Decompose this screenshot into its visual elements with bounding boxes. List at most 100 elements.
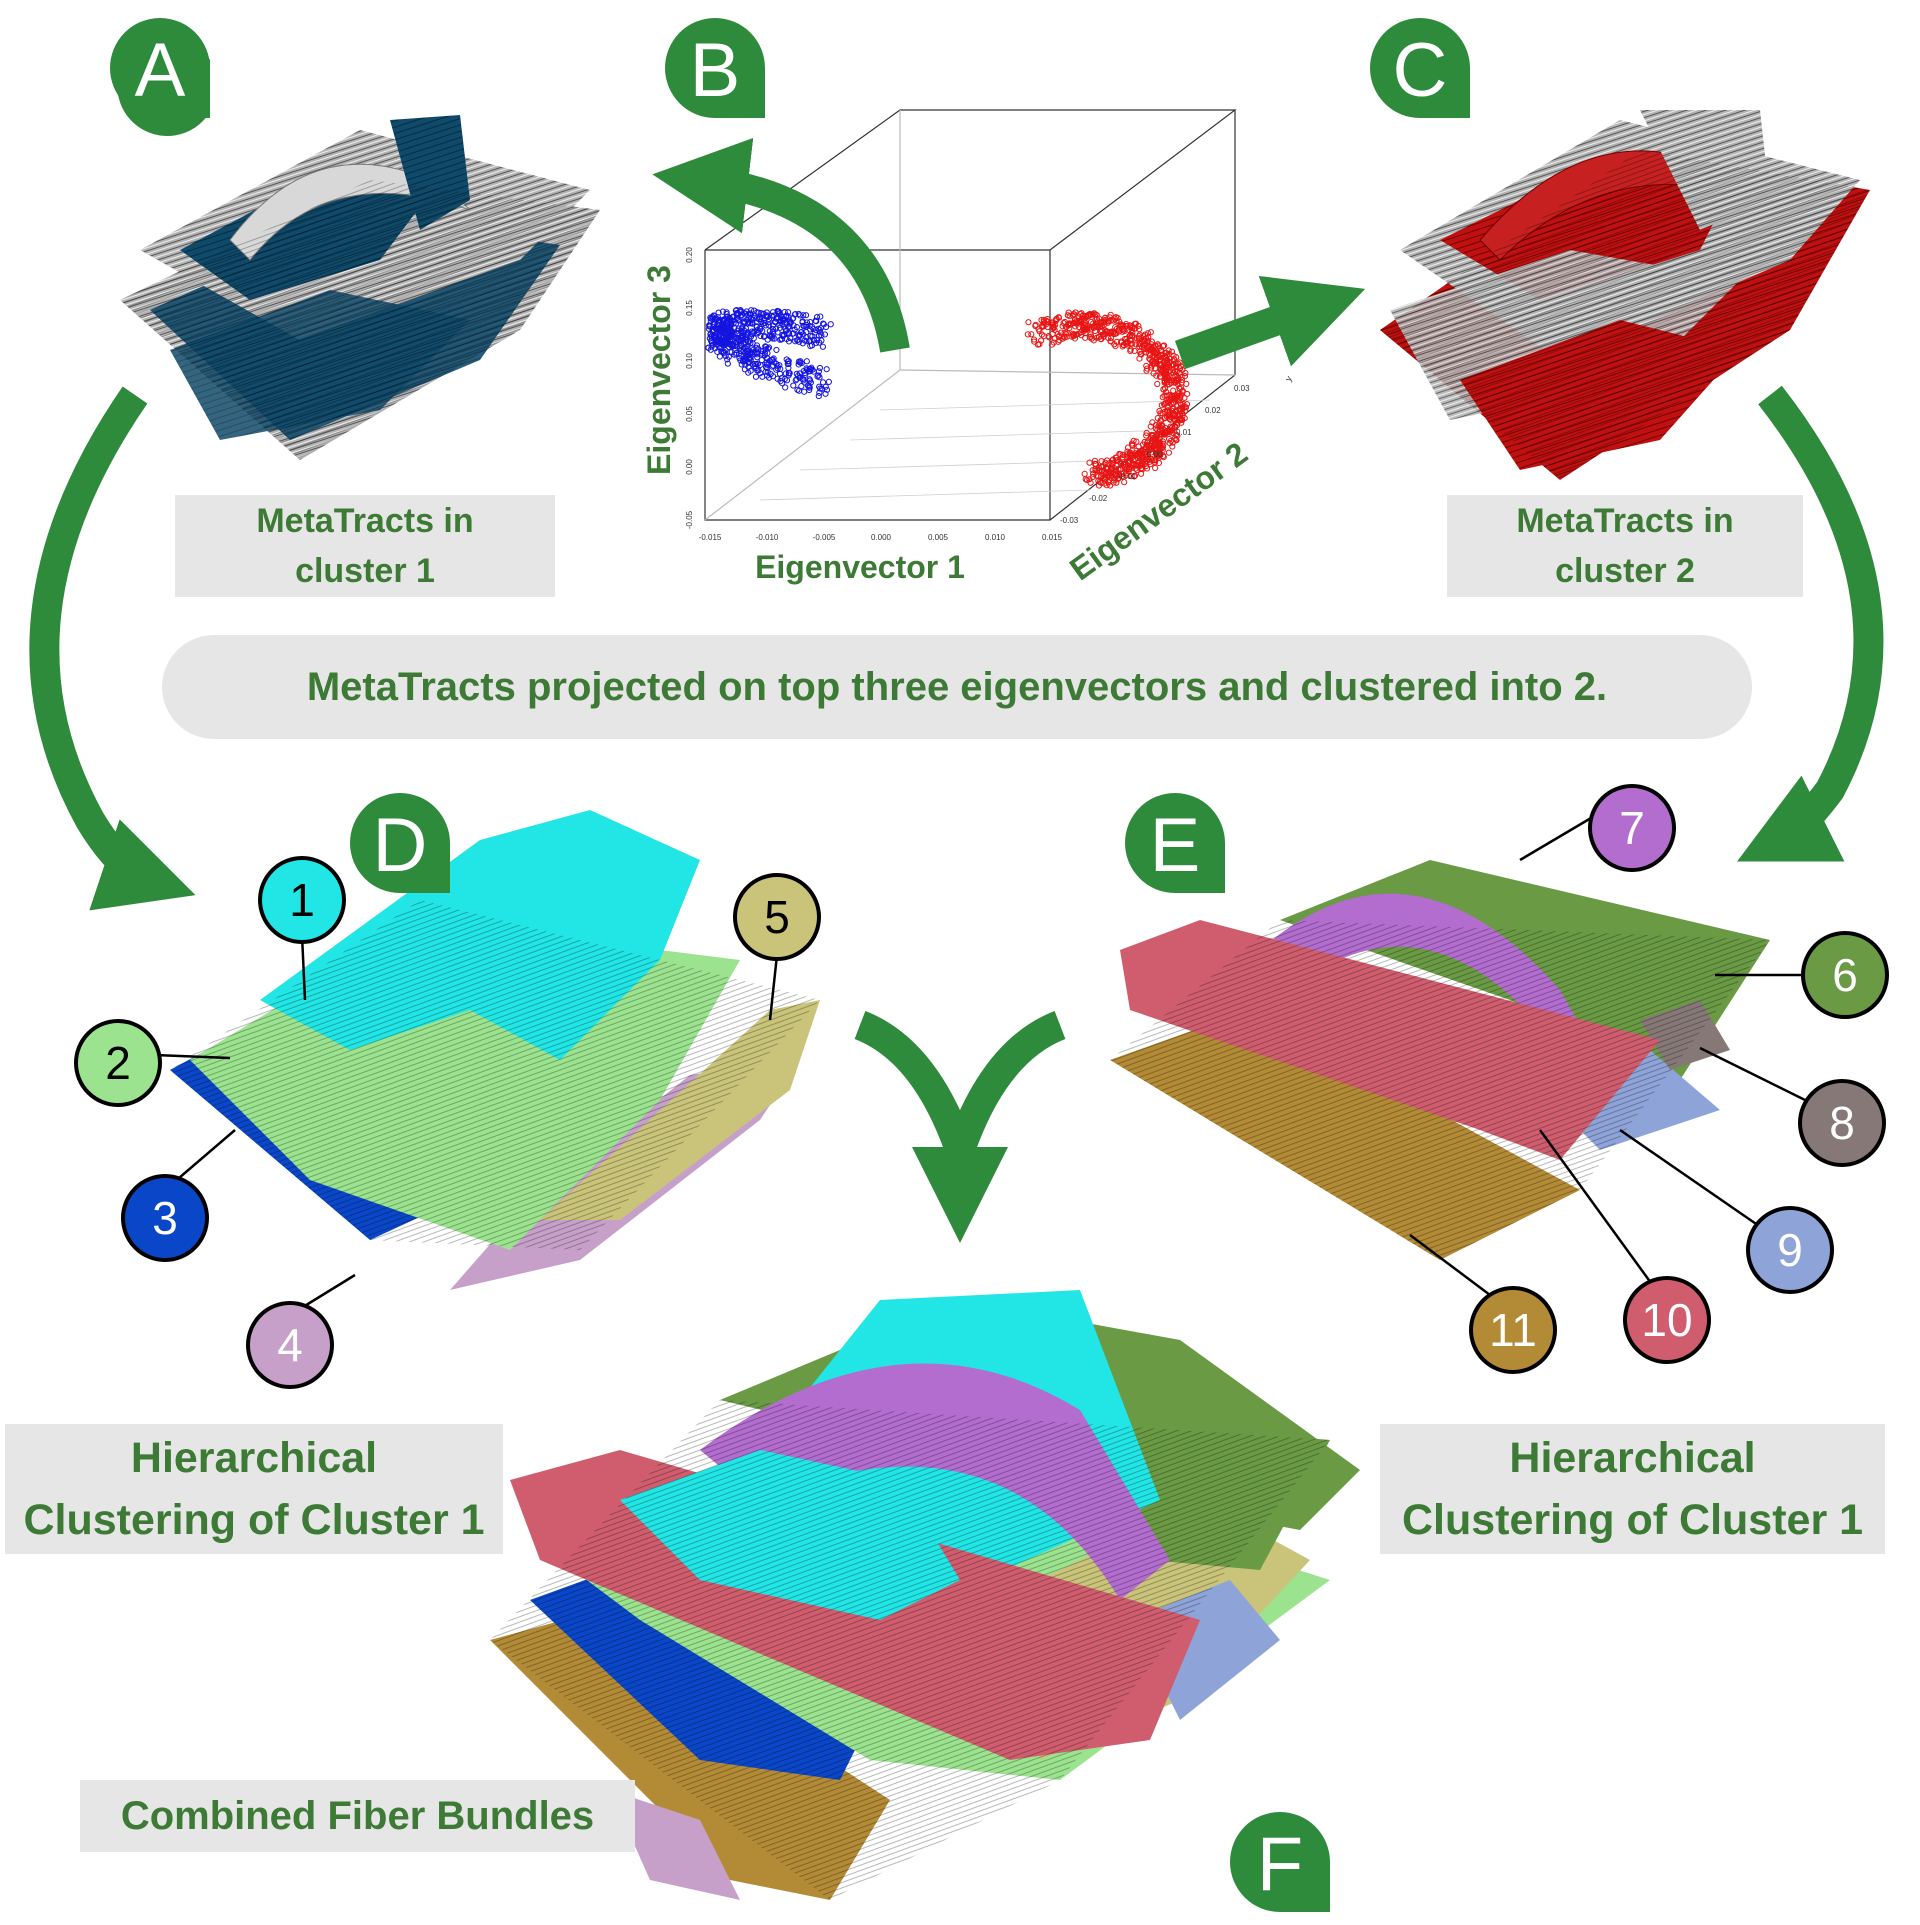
scatter-point-cluster1 <box>817 313 824 320</box>
scatter-point-cluster2 <box>1165 449 1173 456</box>
scatter-point-cluster1 <box>717 339 724 346</box>
scatter-point-cluster1 <box>731 351 738 358</box>
scatter-point-cluster1 <box>795 361 802 368</box>
x-tick-label: 0.010 <box>985 533 1006 542</box>
scatter-point-cluster2 <box>1160 440 1167 447</box>
caption-combined: Combined Fiber Bundles <box>80 1780 635 1852</box>
badge-circle <box>1588 784 1676 872</box>
scatter-point-cluster2 <box>1155 439 1163 447</box>
scatter-point-cluster1 <box>758 350 765 357</box>
scatter-point-cluster2 <box>1113 325 1120 332</box>
scatter-point-cluster2 <box>1169 439 1176 446</box>
scatter-point-cluster2 <box>1051 326 1058 334</box>
scatter-point-cluster1 <box>728 333 735 340</box>
caption-hier-right-line1: Hierarchical <box>1509 1434 1756 1482</box>
scatter-point-cluster2 <box>1123 321 1130 328</box>
scatter-point-cluster1 <box>799 318 806 325</box>
scatter-point-cluster2 <box>1147 356 1154 363</box>
scatter-point-cluster2 <box>1061 329 1068 337</box>
badge-number: 4 <box>277 1319 303 1371</box>
scatter-point-cluster2 <box>1086 459 1093 466</box>
panel-marker-b: B <box>665 18 765 118</box>
scatter-point-cluster2 <box>1098 463 1105 470</box>
scatter-point-cluster1 <box>823 366 830 373</box>
scatter-point-cluster2 <box>1144 330 1151 337</box>
scatter-point-cluster1 <box>739 328 746 335</box>
panel-d-bundles <box>170 810 820 1290</box>
scatter-point-cluster1 <box>774 362 781 370</box>
scatter-point-cluster2 <box>1150 352 1157 359</box>
x-tick-label: -0.010 <box>756 533 779 542</box>
badge-2: 2 <box>74 1019 162 1107</box>
z-tick-label: 0.10 <box>685 353 694 369</box>
panel-label-e: E <box>1150 803 1201 888</box>
scatter-point-cluster1 <box>800 312 807 319</box>
scatter-point-cluster1 <box>726 333 733 340</box>
scatter-point-cluster1 <box>757 310 764 317</box>
scatter-point-cluster1 <box>807 366 814 373</box>
scatter-point-cluster2 <box>1091 310 1098 317</box>
scatter-point-cluster1 <box>733 339 740 346</box>
panel-f-combined <box>490 1290 1360 1900</box>
x-tick-label: 0.000 <box>871 533 892 542</box>
scatter-point-cluster2 <box>1156 441 1164 448</box>
badge-number: 5 <box>764 891 790 943</box>
badge-circle <box>246 1301 334 1389</box>
scatter-point-cluster1 <box>794 386 801 393</box>
scatter-point-cluster2 <box>1075 323 1083 331</box>
scatter-point-cluster1 <box>781 375 788 383</box>
scatter-point-cluster1 <box>755 329 762 336</box>
scatter-point-cluster1 <box>713 333 720 340</box>
scatter-point-cluster1 <box>746 310 753 317</box>
scatter-point-cluster2 <box>1041 320 1048 327</box>
scatter-point-cluster2 <box>1149 419 1156 426</box>
scatter-point-cluster2 <box>1167 423 1174 430</box>
z-tick-label: 0.00 <box>685 459 694 475</box>
badge-number: 11 <box>1489 1304 1537 1356</box>
scatter-point-cluster1 <box>764 336 771 343</box>
scatter-point-cluster1 <box>763 372 771 379</box>
scatter-point-cluster1 <box>801 388 808 395</box>
badge-9: 9 <box>1746 1206 1834 1294</box>
scatter-point-cluster1 <box>827 321 834 328</box>
scatter-point-cluster2 <box>1157 370 1164 377</box>
scatter-point-cluster2 <box>1064 312 1071 319</box>
scatter-point-cluster2 <box>1107 337 1114 345</box>
scatter-point-cluster2 <box>1132 341 1140 348</box>
scatter-point-cluster2 <box>1166 427 1173 435</box>
scatter-floor-grid <box>759 399 1211 501</box>
scatter-point-cluster2 <box>1133 462 1140 469</box>
scatter-point-cluster1 <box>813 318 820 325</box>
scatter-point-cluster2 <box>1143 442 1150 449</box>
scatter-point-cluster2 <box>1115 474 1122 481</box>
scatter-point-cluster2 <box>1117 459 1124 467</box>
scatter-point-cluster2 <box>1166 435 1173 443</box>
scatter-point-cluster2 <box>1037 337 1045 344</box>
scatter-point-cluster1 <box>822 323 830 331</box>
scatter-point-cluster1 <box>819 379 827 386</box>
scatter-point-cluster2 <box>1152 464 1159 472</box>
scatter-point-cluster2 <box>1143 362 1150 370</box>
scatter-point-cluster2 <box>1160 386 1167 393</box>
scatter-point-cluster1 <box>804 366 811 373</box>
scatter-point-cluster2 <box>1104 328 1111 336</box>
scatter-point-cluster2 <box>1124 339 1132 346</box>
y-tick-label: -0.01 <box>1118 472 1137 481</box>
scatter-point-cluster2 <box>1044 316 1051 323</box>
scatter-point-cluster2 <box>1174 432 1181 439</box>
scatter-point-cluster2 <box>1170 387 1177 394</box>
scatter-point-cluster2 <box>1131 320 1139 327</box>
scatter-point-cluster1 <box>724 360 731 367</box>
scatter-point-cluster1 <box>790 382 797 389</box>
scatter-point-cluster1 <box>762 368 769 375</box>
scatter-point-cluster1 <box>712 325 720 332</box>
caption-cluster2: MetaTracts in cluster 2 <box>1447 495 1803 597</box>
scatter-point-cluster1 <box>762 346 769 353</box>
scatter-point-cluster2 <box>1145 343 1153 351</box>
scatter-point-cluster1 <box>747 367 754 374</box>
scatter-point-cluster1 <box>780 317 787 324</box>
scatter-point-cluster2 <box>1154 380 1161 388</box>
scatter-point-cluster1 <box>740 309 747 316</box>
